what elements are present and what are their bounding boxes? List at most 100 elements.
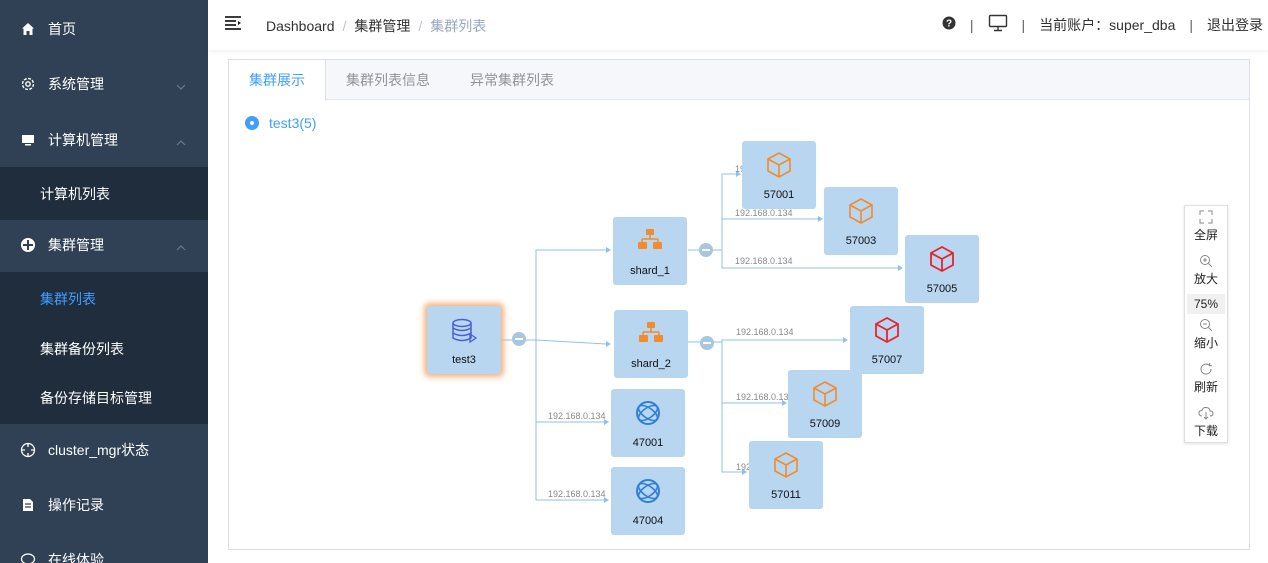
divider: | [1189, 16, 1193, 33]
node-label: 57001 [763, 189, 795, 201]
cluster-radio[interactable]: test3(5) [245, 115, 316, 131]
home-icon [20, 21, 36, 37]
refresh-label: 刷新 [1193, 380, 1218, 394]
cube-icon [813, 381, 837, 407]
globe-icon [636, 401, 660, 425]
node-label: 47001 [632, 437, 664, 449]
hamburger-icon[interactable] [224, 14, 242, 32]
chevron-down-icon [176, 79, 186, 90]
divider: | [969, 16, 974, 33]
storage-node[interactable]: 57011 [749, 441, 823, 509]
breadcrumb-cluster-mgmt[interactable]: 集群管理 [354, 18, 411, 34]
cloud-download-icon [1198, 406, 1214, 420]
monitor-icon [20, 132, 36, 148]
tab-cluster-list-info[interactable]: 集群列表信息 [346, 72, 430, 88]
cluster-radio-label: test3(5) [269, 115, 317, 131]
menu-cluster[interactable]: 集群管理 [0, 218, 208, 271]
tab-cluster-display[interactable]: 集群展示 [229, 60, 326, 101]
chevron-up-icon [176, 135, 186, 145]
cluster-icon [20, 237, 36, 253]
cluster-panel: 集群展示 集群列表信息 异常集群列表 test3(5) [228, 59, 1250, 550]
menu-cluster-mgr[interactable]: cluster_mgr状态 [0, 423, 208, 476]
storage-node[interactable]: 57003 [824, 187, 898, 255]
svg-text:?: ? [946, 19, 952, 30]
document-icon [20, 497, 36, 513]
divider: | [1021, 16, 1026, 33]
edge-label: 192 [736, 462, 752, 472]
menu-oplog[interactable]: 操作记录 [0, 478, 208, 531]
menu-cluster-list[interactable]: 集群列表 [0, 272, 208, 325]
menu-online[interactable]: 在线体验 [0, 533, 208, 563]
breadcrumb-dashboard[interactable]: Dashboard [266, 18, 335, 34]
menu-home-label: 首页 [48, 20, 76, 37]
screen-icon[interactable] [988, 14, 1008, 35]
refresh-button[interactable]: 刷新 [1185, 358, 1227, 402]
breadcrumb: Dashboard / 集群管理 / 集群列表 [266, 16, 486, 36]
storage-node-error[interactable]: 57005 [905, 235, 979, 303]
refresh-icon [1200, 363, 1212, 375]
cluster-root-node[interactable]: test3 [427, 306, 501, 374]
logout-button[interactable]: 退出登录 [1207, 16, 1263, 33]
edge-label: 192.168.0.134 [548, 489, 606, 499]
node-label: shard_2 [631, 358, 671, 370]
edge-label: 192.168.0.134 [735, 208, 793, 218]
node-label: 57007 [871, 354, 903, 366]
storage-node-error[interactable]: 57007 [850, 306, 924, 374]
database-icon [452, 318, 478, 344]
edge-label: 192.168.0.134 [548, 411, 606, 421]
help-icon[interactable]: ? [942, 16, 956, 33]
node-label: shard_1 [630, 265, 670, 277]
cube-icon [875, 316, 899, 344]
header-right: ? | | 当前账户：super_dba | 退出登录 [942, 14, 1263, 35]
expand-icon [1199, 210, 1213, 224]
tab-abnormal-clusters[interactable]: 异常集群列表 [470, 72, 554, 88]
menu-cluster-mgr-label: cluster_mgr状态 [48, 441, 150, 458]
download-button[interactable]: 下载 [1185, 402, 1227, 446]
storage-node[interactable]: 57009 [788, 370, 862, 438]
compute-node[interactable]: 47001 [611, 389, 685, 457]
menu-backup-target[interactable]: 备份存储目标管理 [0, 371, 208, 424]
menu-system-label: 系统管理 [48, 75, 104, 92]
menu-cluster-list-label: 集群列表 [40, 290, 96, 307]
shard-node[interactable]: shard_1 [613, 217, 687, 285]
zoom-out-icon [1200, 319, 1213, 332]
edge-label: 192.168.0.134 [735, 256, 793, 266]
top-header: Dashboard / 集群管理 / 集群列表 ? | | 当前账户：super… [208, 0, 1268, 50]
cube-icon [774, 452, 798, 478]
storage-node[interactable]: 57001 [742, 141, 816, 209]
menu-computer[interactable]: 计算机管理 [0, 113, 208, 166]
zoom-in-label: 放大 [1193, 272, 1218, 286]
menu-computer-label: 计算机管理 [48, 131, 118, 148]
edge-label: 192.168.0.134 [736, 327, 794, 337]
node-label: test3 [452, 354, 476, 366]
chevron-up-icon [176, 240, 186, 250]
zoom-level: 75% [1187, 294, 1225, 314]
menu-backup-target-label: 备份存储目标管理 [40, 389, 152, 406]
shard-node[interactable]: shard_2 [614, 310, 688, 378]
edge-label: 192.168.0.13 [736, 392, 789, 402]
collapse-toggle[interactable] [512, 332, 526, 346]
menu-computer-list-label: 计算机列表 [40, 185, 110, 202]
collapse-toggle[interactable] [700, 336, 714, 350]
node-label: 57005 [926, 283, 958, 295]
fullscreen-button[interactable]: 全屏 [1185, 206, 1227, 250]
zoom-out-button[interactable]: 缩小 [1185, 314, 1227, 358]
zoom-in-button[interactable]: 放大 [1185, 250, 1227, 294]
tab-bar: 集群展示 集群列表信息 异常集群列表 [229, 60, 1249, 101]
menu-cluster-backup-label: 集群备份列表 [40, 340, 124, 357]
menu-computer-list[interactable]: 计算机列表 [0, 167, 208, 220]
cube-icon [767, 152, 791, 178]
node-label: 57003 [845, 235, 877, 247]
shard-icon [638, 229, 662, 249]
menu-system[interactable]: 系统管理 [0, 57, 208, 110]
account-label: 当前账户：super_dba [1039, 16, 1176, 33]
collapse-toggle[interactable] [699, 243, 713, 257]
download-label: 下载 [1193, 424, 1218, 438]
menu-oplog-label: 操作记录 [48, 496, 104, 513]
compute-node[interactable]: 47004 [611, 467, 685, 535]
cube-icon [930, 245, 954, 273]
menu-cluster-label: 集群管理 [48, 236, 104, 253]
menu-cluster-backup[interactable]: 集群备份列表 [0, 322, 208, 375]
breadcrumb-current: 集群列表 [430, 18, 487, 34]
menu-home[interactable]: 首页 [0, 2, 208, 55]
